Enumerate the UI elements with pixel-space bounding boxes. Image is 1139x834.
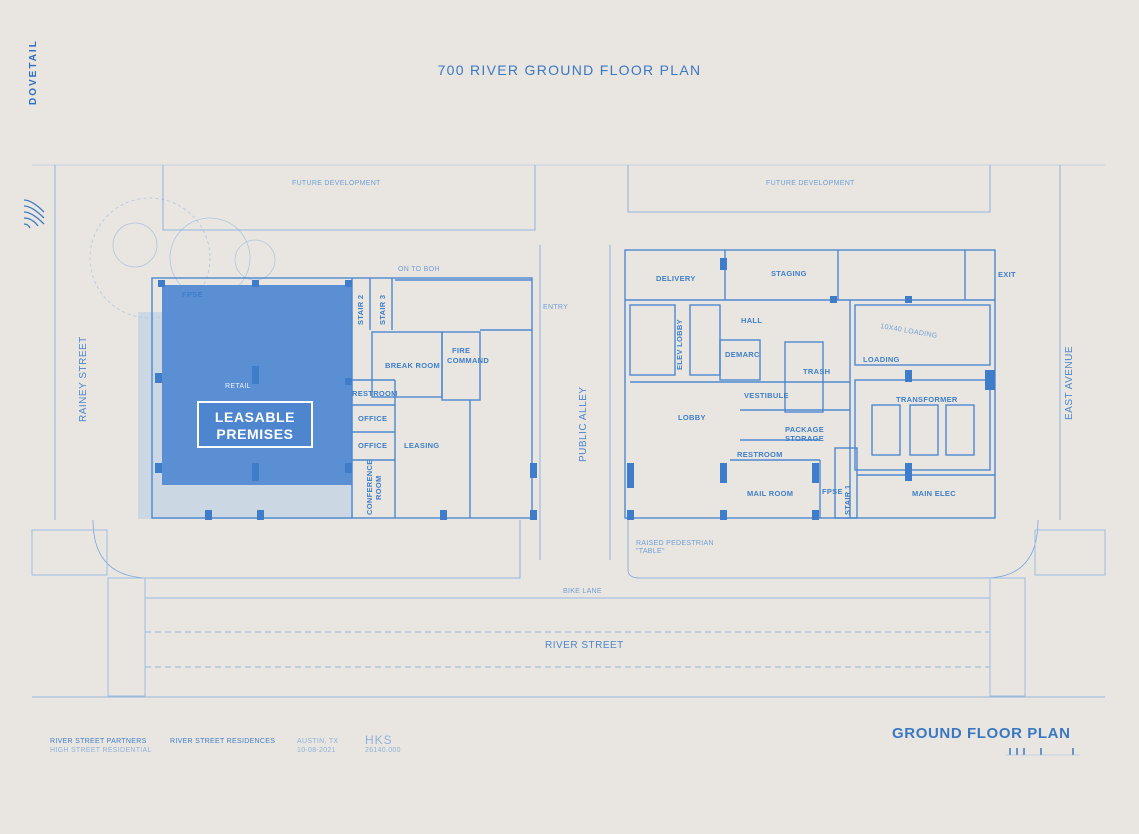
- footer-plan-title: GROUND FLOOR PLAN: [892, 725, 1071, 742]
- room-staging: STAGING: [771, 269, 807, 278]
- room-loading: LOADING: [863, 355, 900, 364]
- leasable-line-2: PREMISES: [216, 426, 294, 442]
- street-label-river: RIVER STREET: [545, 640, 624, 651]
- footer-partners: RIVER STREET PARTNERS: [50, 738, 147, 745]
- room-conference-1: CONFERENCE: [365, 459, 374, 515]
- room-conference-2: ROOM: [374, 475, 383, 500]
- room-stair-3: STAIR 3: [378, 294, 387, 325]
- room-office-1: OFFICE: [358, 414, 388, 423]
- room-restroom-east: RESTROOM: [737, 450, 783, 459]
- leasable-premises-box: LEASABLE PREMISES: [197, 401, 313, 448]
- room-lobby: LOBBY: [678, 413, 706, 422]
- footer-job-number: 26140.000: [365, 747, 401, 754]
- entry-label: ENTRY: [543, 304, 569, 311]
- future-dev-west: FUTURE DEVELOPMENT: [292, 180, 381, 187]
- room-fire-1: FIRE: [452, 346, 471, 355]
- room-restroom-west: RESTROOM: [352, 389, 398, 398]
- room-office-2: OFFICE: [358, 441, 388, 450]
- room-hall: HALL: [741, 316, 763, 325]
- room-break-room: BREAK ROOM: [385, 361, 441, 370]
- future-dev-east: FUTURE DEVELOPMENT: [766, 180, 855, 187]
- room-trash: TRASH: [803, 367, 831, 376]
- brand-logo-text: DOVETAIL: [28, 39, 39, 105]
- room-delivery: DELIVERY: [656, 274, 696, 283]
- room-mail-room: MAIL ROOM: [747, 489, 794, 498]
- room-package-1: PACKAGE: [785, 425, 825, 434]
- room-exit: EXIT: [998, 270, 1016, 279]
- footer-project: RIVER STREET RESIDENCES: [170, 738, 276, 745]
- room-fpse-west: FPSE: [182, 290, 203, 299]
- room-stair-2: STAIR 2: [356, 294, 365, 325]
- room-stair-1: STAIR 1: [843, 484, 852, 515]
- room-vestibule: VESTIBULE: [744, 391, 789, 400]
- room-fpse-east: FPSE: [822, 487, 843, 496]
- room-leasing: LEASING: [404, 441, 440, 450]
- footer-date: 10-08-2021: [297, 747, 336, 754]
- footer-partners-sub: HIGH STREET RESIDENTIAL: [50, 747, 152, 754]
- footer-firm-logo: HKS: [365, 733, 393, 747]
- street-label-east: EAST AVENUE: [1064, 345, 1075, 420]
- footer-city: AUSTIN, TX: [297, 738, 339, 745]
- room-demarc: DEMARC: [725, 350, 760, 359]
- street-label-rainey: RAINEY STREET: [78, 336, 89, 422]
- leasable-line-1: LEASABLE: [214, 409, 296, 425]
- room-retail: RETAIL: [225, 383, 251, 390]
- raised-table-label-1: RAISED PEDESTRIAN: [636, 540, 714, 547]
- boh-label: ON TO BOH: [398, 266, 440, 273]
- sheet-title: 700 RIVER GROUND FLOOR PLAN: [437, 62, 702, 78]
- room-package-2: STORAGE: [785, 434, 825, 443]
- room-main-elec: MAIN ELEC: [912, 489, 956, 498]
- raised-table-label-2: "TABLE": [636, 548, 665, 555]
- room-elev-lobby: ELEV LOBBY: [675, 319, 684, 370]
- bike-lane-label: BIKE LANE: [563, 588, 602, 595]
- alley-label: PUBLIC ALLEY: [578, 386, 589, 462]
- room-transformer: TRANSFORMER: [896, 395, 958, 404]
- room-fire-2: COMMAND: [447, 356, 490, 365]
